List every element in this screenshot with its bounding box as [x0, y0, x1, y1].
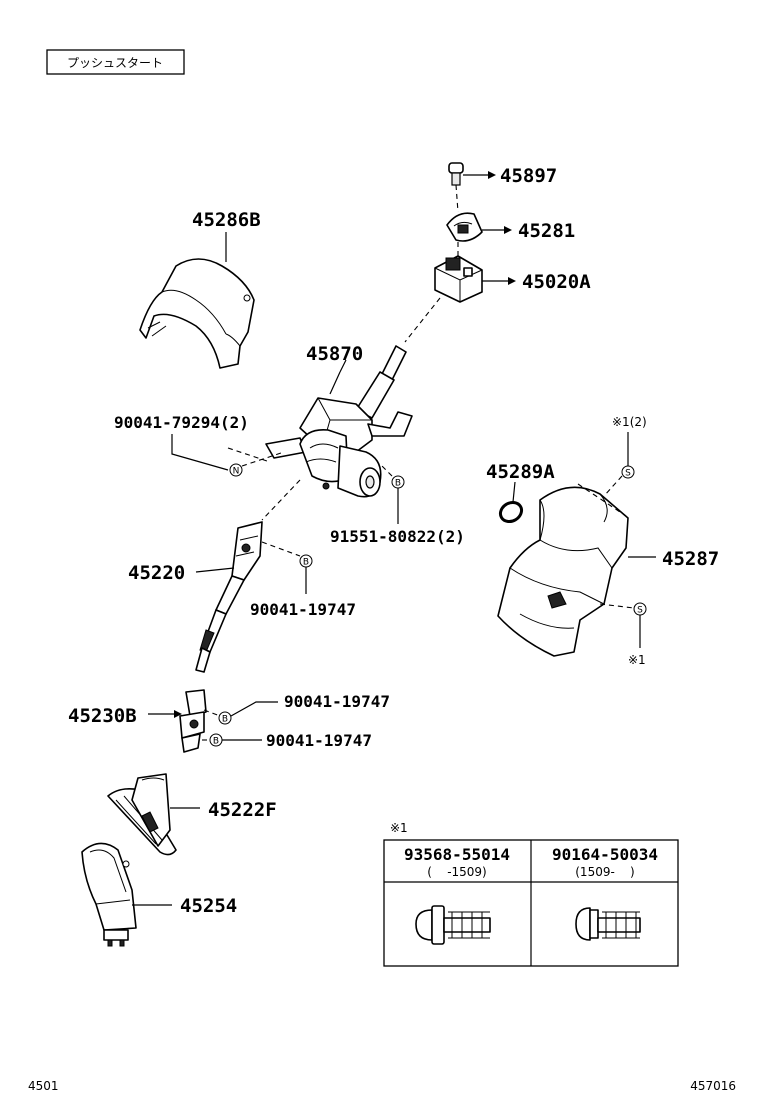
screw-label-19747-c: 90041-19747	[266, 731, 372, 750]
ref-label-s1-2: ※1(2)	[612, 415, 647, 429]
part-45220-drawing	[195, 521, 263, 673]
part-label-45254: 45254	[180, 895, 237, 917]
leader-19747-b	[230, 701, 278, 717]
part-label-45281: 45281	[518, 220, 575, 242]
leader-45220	[195, 567, 235, 573]
leader-79294	[171, 434, 229, 471]
marker-n	[229, 463, 243, 477]
part-label-45287: 45287	[662, 548, 719, 570]
part-45289A-drawing	[498, 500, 524, 524]
assembly-line-top-c	[404, 297, 441, 343]
part-label-45286B: 45286B	[192, 209, 261, 231]
marker-b-19747-c-text: B	[213, 737, 219, 747]
part-label-45020A: 45020A	[522, 271, 591, 293]
part-label-45222F: 45222F	[208, 799, 277, 821]
screw-label-80822: 91551-80822(2)	[330, 527, 465, 546]
marker-s-upper-text: S	[625, 469, 631, 479]
inset-col2-range: (1509- )	[575, 865, 635, 879]
arrow-45230B	[174, 710, 182, 718]
assembly-line-n	[241, 451, 285, 467]
marker-b-19747-b-text: B	[222, 715, 228, 725]
leader-45870-b	[339, 359, 347, 373]
inset-col1-range: ( -1509)	[427, 865, 487, 879]
assembly-line-n-b	[227, 447, 271, 463]
screw-label-19747-b: 90041-19747	[284, 692, 390, 711]
part-45254-drawing	[81, 842, 137, 947]
inset-ref-label: ※1	[390, 821, 408, 835]
part-45287-drawing	[497, 486, 629, 657]
part-45020A-drawing	[434, 255, 516, 303]
screw-label-19747-a: 90041-19747	[250, 600, 356, 619]
inset-screw-1-drawing	[415, 905, 491, 945]
part-45230B-drawing	[179, 689, 207, 753]
part-45286B-drawing	[139, 258, 255, 369]
part-label-45230B: 45230B	[68, 705, 137, 727]
footer-right-code: 457016	[690, 1079, 736, 1093]
part-45281-drawing	[446, 212, 512, 242]
leader-45870	[329, 371, 341, 395]
part-label-45870: 45870	[306, 343, 363, 365]
assembly-line-80822	[379, 463, 393, 477]
inset-col2-part: 90164-50034	[552, 845, 658, 864]
part-label-45897: 45897	[500, 165, 557, 187]
assembly-line-s-lower	[599, 603, 635, 609]
ref-label-s1: ※1	[628, 653, 646, 667]
assembly-line-top-a	[455, 184, 459, 213]
part-label-45220: 45220	[128, 562, 185, 584]
part-label-45289A: 45289A	[486, 461, 555, 483]
assembly-line-s-upper	[603, 475, 623, 497]
part-45870-drawing	[265, 345, 413, 498]
inset-table	[383, 839, 679, 967]
marker-b-19747-b	[218, 711, 232, 725]
marker-b-19747-a-text: B	[303, 558, 309, 568]
header-badge-text: プッシュスタート	[67, 56, 163, 70]
footer-left-code: 4501	[28, 1079, 59, 1093]
marker-b-80822-text: B	[395, 479, 401, 489]
assembly-line-19747-b	[203, 709, 221, 717]
leader-45289A	[512, 481, 516, 503]
marker-s-upper	[621, 465, 635, 479]
assembly-line-s-upper-b	[577, 483, 627, 517]
marker-s-lower-text: S	[637, 606, 643, 616]
inset-screw-2-drawing	[575, 907, 641, 941]
screw-label-79294: 90041-79294(2)	[114, 413, 249, 432]
part-45222F-drawing	[107, 773, 177, 856]
part-45897-drawing	[448, 162, 496, 186]
header-badge: プッシュスタート	[46, 49, 185, 75]
marker-n-text: N	[233, 467, 240, 477]
assembly-line-shaft	[261, 479, 301, 521]
inset-col1-part: 93568-55014	[404, 845, 510, 864]
assembly-line-19747-a	[261, 541, 301, 557]
